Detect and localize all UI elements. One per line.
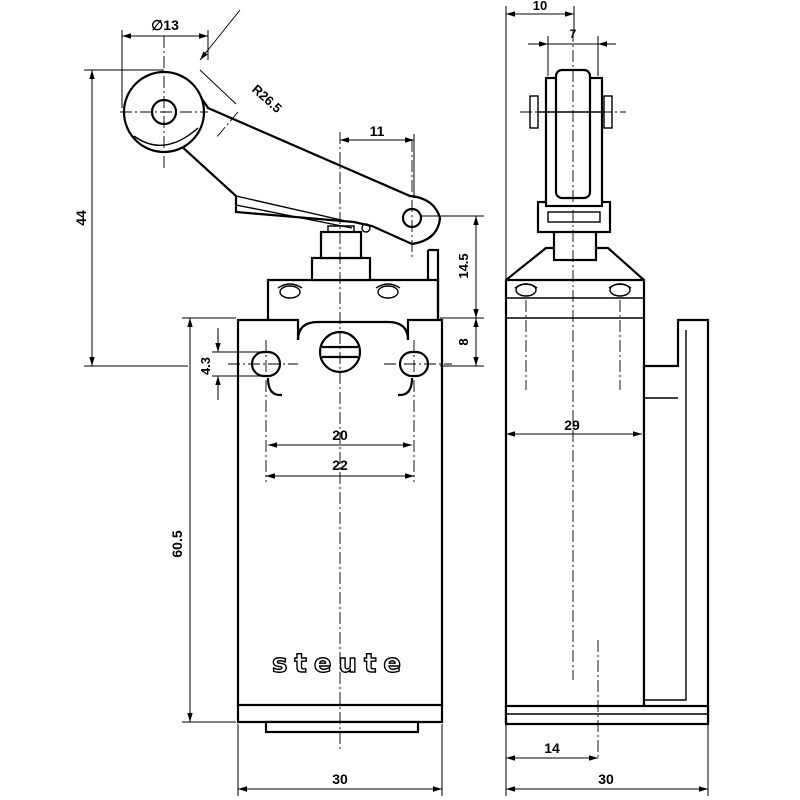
dim-hole-spacing-outer: 22 <box>332 457 348 473</box>
dim-roller-diameter: ∅13 <box>151 17 179 33</box>
dim-roller-width: 7 <box>570 27 577 41</box>
dim-hole-spacing-inner: 20 <box>332 427 348 443</box>
roller-lever <box>166 94 442 246</box>
dim-side-depth: 29 <box>564 417 580 433</box>
side-view: 10 7 29 14 30 <box>504 0 710 796</box>
side-housing <box>504 246 646 724</box>
front-plunger <box>319 230 363 260</box>
front-base-foot <box>264 720 420 734</box>
dim-body-height: 60.5 <box>169 530 185 557</box>
dim-side-offset: 14 <box>544 740 560 756</box>
dim-hole-diameter: 4.3 <box>198 357 213 375</box>
dim-lever-offset: 11 <box>370 123 385 139</box>
dim-side-width: 30 <box>598 771 614 787</box>
dim-actuator-height: 14.5 <box>456 253 471 278</box>
side-cover <box>642 318 710 724</box>
dim-total-height: 44 <box>73 210 89 226</box>
dim-top-offset: 8 <box>456 338 471 345</box>
brand-label: steute <box>272 649 408 679</box>
dim-front-width: 30 <box>332 771 348 787</box>
front-view: steute R26.5 ∅13 11 <box>73 9 484 796</box>
front-plunger-base <box>310 256 372 282</box>
dim-lever-radius: R26.5 <box>249 81 285 115</box>
dim-side-width-top: 10 <box>533 0 547 13</box>
side-base-foot <box>504 704 710 726</box>
